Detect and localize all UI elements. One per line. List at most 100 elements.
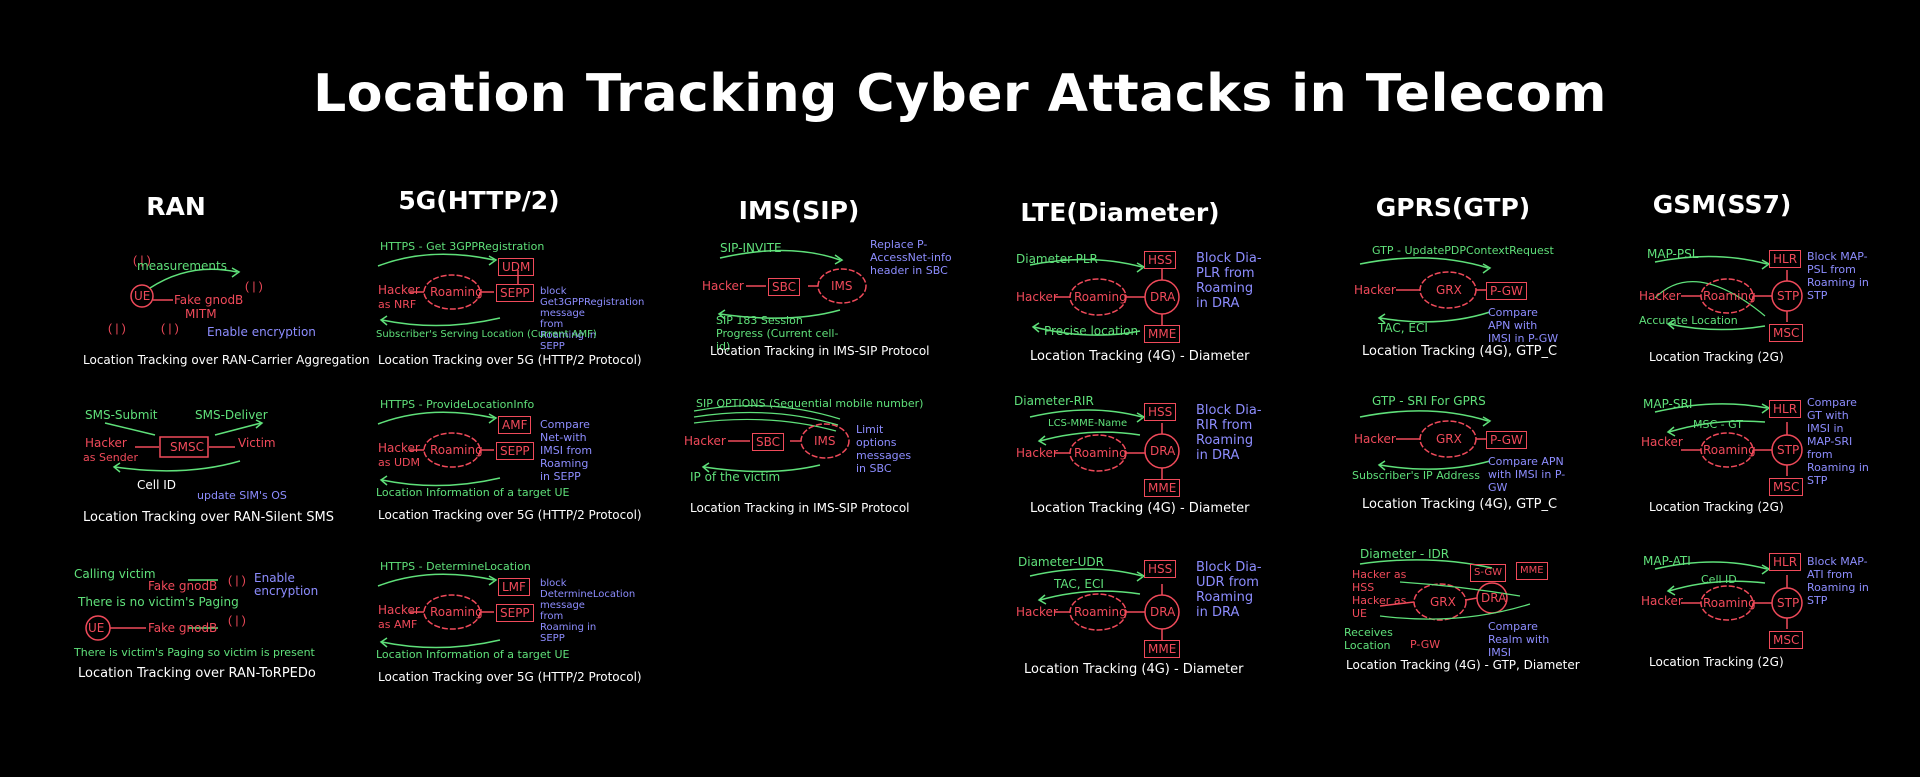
ran1-mitm-label: MITM: [185, 307, 217, 321]
lte3-response-label: TAC, ECI: [1054, 577, 1104, 591]
diagram-5g-determinelocation: HTTPS - DetermineLocation LMF Hacker as …: [370, 560, 642, 690]
gsm3-hacker-label: Hacker: [1641, 594, 1683, 608]
gtp3-response-label: Receives Location: [1344, 626, 1393, 652]
gsm1-msc-node: MSC: [1769, 324, 1804, 342]
diagram-gtp-updatepdpcontext: GTP - UpdatePDPContextRequest Hacker GRX…: [1340, 240, 1590, 370]
g5b-caption: Location Tracking over 5G (HTTP/2 Protoc…: [378, 508, 642, 522]
g5c-hacker-label: Hacker: [378, 603, 420, 617]
gtp3-hacker-hss-label: Hacker as HSS: [1352, 568, 1407, 594]
gsm2-response-label: MSC - GT: [1693, 418, 1743, 431]
ran1-mitigation-label: Enable encryption: [207, 325, 316, 339]
ran3-fake1-label: Fake gnodB: [148, 579, 218, 593]
gtp1-pgw-node: P-GW: [1486, 282, 1527, 300]
ims2-caption: Location Tracking in IMS-SIP Protocol: [690, 501, 910, 515]
gsm3-roaming-label: Roaming: [1703, 596, 1756, 610]
gsm1-mitigation-label: Block MAP-PSL from Roaming in STP: [1807, 250, 1869, 302]
gsm2-stp-label: STP: [1777, 443, 1800, 457]
lte2-hss-node: HSS: [1144, 403, 1177, 421]
g5b-hacker-role-label: as UDM: [378, 456, 420, 469]
column-heading-gsm: GSM(SS7): [1652, 190, 1792, 219]
ran2-sms-deliver-label: SMS-Deliver: [195, 408, 268, 422]
svg-text:( | ): ( | ): [161, 321, 179, 335]
gtp2-arrows: [1359, 410, 1492, 471]
lte3-dra-label: DRA: [1150, 605, 1176, 619]
ims2-hacker-label: Hacker: [684, 434, 726, 448]
svg-text:( | ): ( | ): [228, 573, 246, 587]
svg-text:( | ): ( | ): [108, 321, 126, 335]
gsm3-stp-label: STP: [1777, 596, 1800, 610]
lte3-caption: Location Tracking (4G) - Diameter: [1024, 662, 1244, 677]
diagram-gsm-map-ati: MAP-ATI HLR Cell ID Hacker Roaming STP M…: [1635, 545, 1875, 680]
diagram-ims-sip-options: SIP OPTIONS (Sequential mobile number) H…: [680, 393, 940, 523]
ran3-paging-label: There is victim's Paging so victim is pr…: [74, 646, 315, 659]
diagram-lte-diameter-udr: Diameter-UDR HSS TAC, ECI Hacker Roaming…: [1010, 552, 1270, 687]
g5a-roaming-label: Roaming: [430, 285, 483, 299]
gtp3-grx-label: GRX: [1430, 595, 1456, 609]
gsm1-roaming-label: Roaming: [1703, 289, 1756, 303]
g5a-hacker-role-label: as NRF: [378, 298, 417, 311]
g5a-arrows: [377, 253, 519, 327]
diagram-5g-get3gppregistration: HTTPS - Get 3GPPRegistration UDM Hacker …: [370, 240, 645, 370]
g5b-sepp-node: SEPP: [496, 442, 534, 460]
diagram-lte-diameter-plr: Diameter-PLR HSS Hacker Roaming DRA MME …: [1010, 245, 1270, 375]
lte2-roaming-label: Roaming: [1074, 446, 1127, 460]
lte1-hss-node: HSS: [1144, 251, 1177, 269]
gtp1-caption: Location Tracking (4G), GTP_C: [1362, 344, 1558, 359]
gsm2-caption: Location Tracking (2G): [1649, 500, 1784, 514]
ran3-fake2-label: Fake gnodB: [148, 621, 218, 635]
g5a-hacker-label: Hacker: [378, 283, 420, 297]
ran3-calling-label: Calling victim: [74, 567, 156, 581]
g5a-caption: Location Tracking over 5G (HTTP/2 Protoc…: [378, 353, 642, 367]
ims1-request-label: SIP-INVITE: [720, 241, 782, 255]
lte3-mitigation-label: Block Dia-UDR from Roaming in DRA: [1196, 560, 1262, 620]
svg-text:( | ): ( | ): [245, 279, 263, 293]
g5a-mitigation-label: block Get3GPPRegistration message from R…: [540, 286, 645, 352]
gsm1-request-label: MAP-PSL: [1647, 247, 1699, 261]
ran1-arrows: ( | ) ( | ) ( | ) ( | ): [108, 253, 263, 335]
gsm3-hlr-node: HLR: [1769, 553, 1802, 571]
gsm2-msc-node: MSC: [1769, 478, 1804, 496]
g5b-arrows: [377, 411, 501, 487]
gsm3-arrows: [1654, 561, 1803, 629]
lte1-mme-node: MME: [1144, 325, 1181, 343]
page-title: Location Tracking Cyber Attacks in Telec…: [313, 64, 1607, 124]
g5c-hacker-role-label: as AMF: [378, 618, 418, 631]
ims2-sbc-node: SBC: [752, 433, 785, 451]
ran2-cell-id-label: Cell ID: [137, 478, 177, 492]
lte3-hacker-label: Hacker: [1016, 605, 1058, 619]
ran3-mitigation-label: Enable encryption: [254, 571, 319, 598]
g5c-arrows: [377, 573, 501, 649]
ran1-ue-label: UE: [134, 289, 151, 303]
lte1-roaming-label: Roaming: [1074, 290, 1127, 304]
ran2-arrows: [104, 419, 264, 473]
gtp3-pgw-label: P-GW: [1410, 638, 1441, 651]
column-heading-lte: LTE(Diameter): [1020, 198, 1220, 227]
gtp2-request-label: GTP - SRI For GPRS: [1372, 394, 1486, 408]
g5c-response-label: Location Information of a target UE: [376, 648, 570, 661]
ims2-mitigation-label: Limit options messages in SBC: [856, 423, 912, 475]
gsm2-hacker-label: Hacker: [1641, 435, 1683, 449]
svg-text:( | ): ( | ): [228, 613, 246, 627]
ran2-sms-submit-label: SMS-Submit: [85, 408, 158, 422]
diagram-lte-diameter-rir: Diameter-RIR HSS LCS-MME-Name Hacker Roa…: [1010, 395, 1270, 530]
gtp1-mitigation-label: Compare APN with IMSI in P-GW: [1488, 306, 1559, 345]
gsm1-arrows: [1654, 255, 1803, 331]
lte2-mitigation-label: Block Dia-RIR from Roaming in DRA: [1196, 403, 1262, 463]
lte3-mme-node: MME: [1144, 640, 1181, 658]
gsm2-arrows: [1654, 403, 1803, 476]
lte2-mme-node: MME: [1144, 479, 1181, 497]
ims1-hacker-label: Hacker: [702, 279, 744, 293]
ims1-caption: Location Tracking in IMS-SIP Protocol: [710, 344, 930, 358]
g5c-lmf-node: LMF: [498, 578, 530, 596]
ims2-response-label: IP of the victim: [690, 470, 781, 484]
diagram-gsm-map-sri: MAP-SRI HLR MSC - GT Hacker Roaming STP …: [1635, 392, 1875, 527]
lte3-arrows: [1029, 568, 1180, 640]
gtp2-pgw-node: P-GW: [1486, 431, 1527, 449]
gtp2-caption: Location Tracking (4G), GTP_C: [1362, 497, 1558, 512]
gsm1-hacker-label: Hacker: [1639, 289, 1681, 303]
gtp1-request-label: GTP - UpdatePDPContextRequest: [1372, 244, 1554, 257]
lte2-request-label: Diameter-RIR: [1014, 394, 1094, 408]
ran3-arrows: ( | ) ( | ): [85, 573, 246, 641]
lte1-dra-label: DRA: [1150, 290, 1176, 304]
g5a-request-label: HTTPS - Get 3GPPRegistration: [380, 240, 545, 253]
